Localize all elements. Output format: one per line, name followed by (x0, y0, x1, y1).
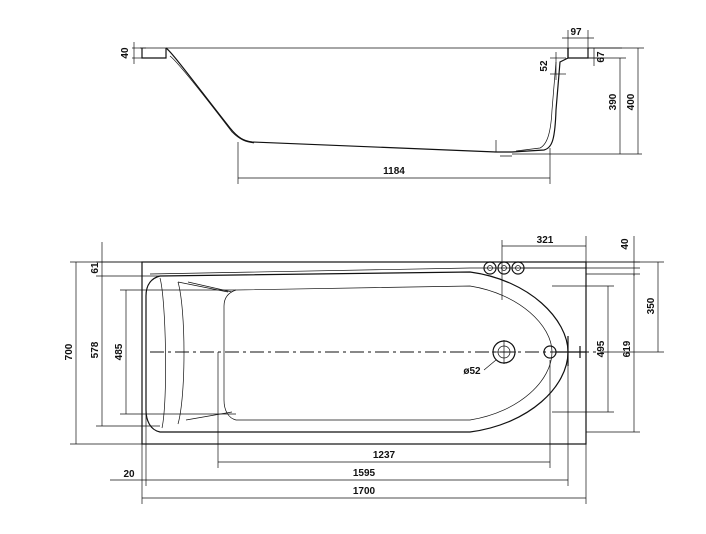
dim-drain-to-edge: 350 (646, 297, 657, 314)
dim-inner-width: 578 (90, 341, 101, 358)
dim-overflow-b: 67 (596, 51, 607, 63)
side-right-rim (567, 48, 589, 59)
dim-bottom-width-right: 495 (596, 340, 607, 357)
side-shell-inner (169, 55, 255, 144)
top-view: ø52 321 40 350 (64, 235, 664, 504)
drain-leader (483, 359, 497, 371)
side-view: 40 97 52 67 390 400 1184 (120, 27, 644, 184)
dim-tap-offset: 321 (537, 235, 554, 246)
side-shell-outer (165, 47, 569, 153)
dim-overflow-a: 52 (539, 60, 550, 72)
side-left-rim (141, 48, 167, 59)
dim-drain-diameter: ø52 (463, 366, 481, 377)
tub-outer-rim (141, 261, 587, 445)
dim-bottom-to-drain: 1237 (373, 450, 396, 461)
dim-rim-left: 40 (120, 47, 131, 59)
side-shell-inner-right (515, 61, 557, 152)
side-drain (495, 140, 512, 157)
tub-backrest (159, 277, 233, 429)
dim-bottom-length: 1184 (383, 166, 405, 177)
dim-inner-width-right: 619 (622, 340, 633, 357)
dim-inner-length: 1595 (353, 468, 376, 479)
dim-wall-offset: 20 (123, 469, 135, 480)
dim-total-length: 1700 (353, 486, 376, 497)
dim-rim-edge: 61 (90, 262, 101, 274)
dim-rim-right: 97 (570, 27, 582, 38)
tub-basin-outline (145, 271, 569, 433)
dim-bottom-width: 485 (114, 343, 125, 360)
tub-basin-inner (223, 285, 553, 421)
dim-total-depth: 400 (626, 93, 637, 110)
dim-inner-depth: 390 (608, 93, 619, 110)
dim-total-width: 700 (64, 343, 75, 360)
dim-rim-corner: 40 (620, 238, 631, 250)
